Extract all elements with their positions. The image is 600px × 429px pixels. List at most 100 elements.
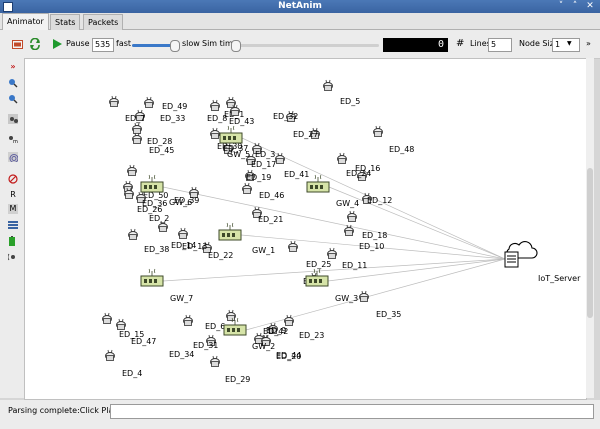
end-device-icon[interactable]: [102, 312, 112, 324]
reload-icon[interactable]: [29, 38, 41, 50]
end-device-label: ED_27: [293, 130, 318, 139]
gateway-label: GW_7: [170, 294, 193, 303]
gateway-icon[interactable]: [218, 222, 242, 241]
gateway-server-link: [241, 137, 506, 260]
toolbar: Pause At 535 fast slow Sim time 0 # Line…: [0, 30, 600, 59]
end-device-icon[interactable]: [132, 132, 142, 144]
tab-stats[interactable]: Stats: [50, 14, 81, 30]
maximize-icon[interactable]: ˄: [572, 1, 578, 11]
end-device-icon[interactable]: [275, 152, 285, 164]
end-device-label: ED_3: [255, 150, 275, 159]
toolbar-overflow-button[interactable]: »: [586, 39, 591, 48]
chevron-down-icon[interactable]: ▼: [567, 40, 572, 47]
end-device-icon[interactable]: [373, 125, 383, 137]
scrollbar-thumb[interactable]: [587, 168, 593, 318]
tab-animator[interactable]: Animator: [2, 13, 49, 30]
end-device-icon[interactable]: [210, 127, 220, 139]
end-device-icon[interactable]: [109, 95, 119, 107]
end-device-icon[interactable]: [347, 210, 357, 222]
slider-icon[interactable]: [231, 40, 241, 52]
end-device-label: ED_6: [205, 322, 225, 331]
network-topology: ED_5ED_49ED_33ED_8ED_1ED_43ED_32ED_7ED_2…: [102, 79, 581, 384]
end-device-icon[interactable]: [183, 314, 193, 326]
end-device-label: ED_24: [346, 169, 371, 178]
end-device-icon[interactable]: [323, 79, 333, 91]
svg-text:ms: ms: [13, 139, 18, 144]
collapse-arrow-icon[interactable]: »: [10, 62, 16, 71]
canvas-scrollbar[interactable]: [586, 58, 594, 398]
title-bar: NetAnim ˅ ˄ ✕: [0, 0, 600, 13]
tab-bar: Animator Stats Packets: [0, 13, 600, 30]
end-device-icon[interactable]: [210, 355, 220, 367]
end-device-icon[interactable]: [242, 182, 252, 194]
end-device-label: ED_34: [169, 350, 194, 359]
play-icon[interactable]: [53, 39, 62, 49]
end-device-label: ED_18: [362, 231, 387, 240]
gateway-label: GW_5: [227, 150, 250, 159]
end-device-icon[interactable]: [123, 180, 133, 192]
zoom-in-icon[interactable]: [8, 78, 18, 88]
grid-icon[interactable]: #: [456, 38, 465, 49]
fast-label: fast: [116, 39, 132, 48]
sim-time-label: Sim time: [202, 39, 238, 48]
end-device-icon[interactable]: [105, 349, 115, 361]
cloud-server-icon[interactable]: [504, 241, 538, 268]
end-device-icon[interactable]: [284, 314, 294, 326]
lines-spinbox[interactable]: 5: [488, 38, 512, 52]
pause-at-input[interactable]: 535: [92, 38, 114, 52]
end-device-icon[interactable]: [178, 227, 188, 239]
gateway-server-link: [240, 234, 506, 260]
gateway-server-link: [328, 186, 506, 260]
zoom-out-icon[interactable]: [8, 94, 18, 104]
end-device-icon[interactable]: [359, 290, 369, 302]
end-device-label: ED_11: [342, 261, 367, 270]
end-device-icon[interactable]: [128, 228, 138, 240]
end-device-icon[interactable]: [116, 318, 126, 330]
node-size-select[interactable]: 1: [552, 38, 580, 52]
end-device-icon[interactable]: [132, 122, 142, 134]
battery-icon[interactable]: [8, 236, 18, 246]
status-text: Parsing complete:Click Play: [8, 406, 119, 415]
no-link-icon[interactable]: [8, 174, 18, 184]
show-mac-icon[interactable]: ms: [8, 134, 18, 144]
gateway-icon[interactable]: [219, 125, 243, 144]
gateway-icon[interactable]: [140, 268, 164, 287]
r-toggle-button[interactable]: R: [10, 190, 16, 199]
end-device-icon[interactable]: [226, 96, 236, 108]
sim-time-slider-groove[interactable]: [233, 44, 379, 47]
end-device-icon[interactable]: [127, 164, 137, 176]
end-device-label: ED_41: [284, 170, 309, 179]
end-device-label: ED_43: [229, 117, 254, 126]
minimize-icon[interactable]: ˅: [558, 1, 564, 11]
end-device-icon[interactable]: [210, 99, 220, 111]
end-device-icon[interactable]: [144, 96, 154, 108]
m-toggle-button[interactable]: M: [8, 204, 18, 214]
animation-canvas[interactable]: ED_5ED_49ED_33ED_8ED_1ED_43ED_32ED_7ED_2…: [24, 58, 587, 400]
speed-slider-handle[interactable]: [170, 40, 180, 52]
end-device-label: ED_47: [131, 337, 156, 346]
end-device-label: ED_42: [263, 327, 288, 336]
gateway-server-link: [162, 258, 506, 282]
gateway-icon[interactable]: [140, 174, 164, 193]
end-device-label: ED_4: [122, 369, 142, 378]
list-icon[interactable]: [8, 220, 18, 230]
close-icon[interactable]: ✕: [586, 1, 594, 11]
end-device-label: ED_8: [207, 114, 227, 123]
wireless-node-icon[interactable]: [8, 252, 18, 262]
end-device-icon[interactable]: [337, 152, 347, 164]
end-device-icon[interactable]: [226, 309, 236, 321]
end-device-label: ED_9: [266, 326, 286, 335]
gateway-icon[interactable]: [306, 174, 330, 193]
folder-icon[interactable]: [12, 39, 23, 49]
tab-packets[interactable]: Packets: [83, 14, 124, 30]
speed-slider-groove[interactable]: [132, 44, 178, 47]
status-input[interactable]: [110, 404, 594, 419]
end-device-icon[interactable]: [327, 247, 337, 259]
fingerprint-icon[interactable]: [8, 152, 18, 162]
status-bar: Parsing complete:Click Play: [0, 400, 600, 429]
end-device-icon[interactable]: [288, 240, 298, 252]
show-ip-icon[interactable]: [8, 114, 18, 124]
end-device-label: ED_39: [174, 196, 199, 205]
end-device-label: ED_35: [376, 310, 401, 319]
end-device-label: ED_29: [225, 375, 250, 384]
